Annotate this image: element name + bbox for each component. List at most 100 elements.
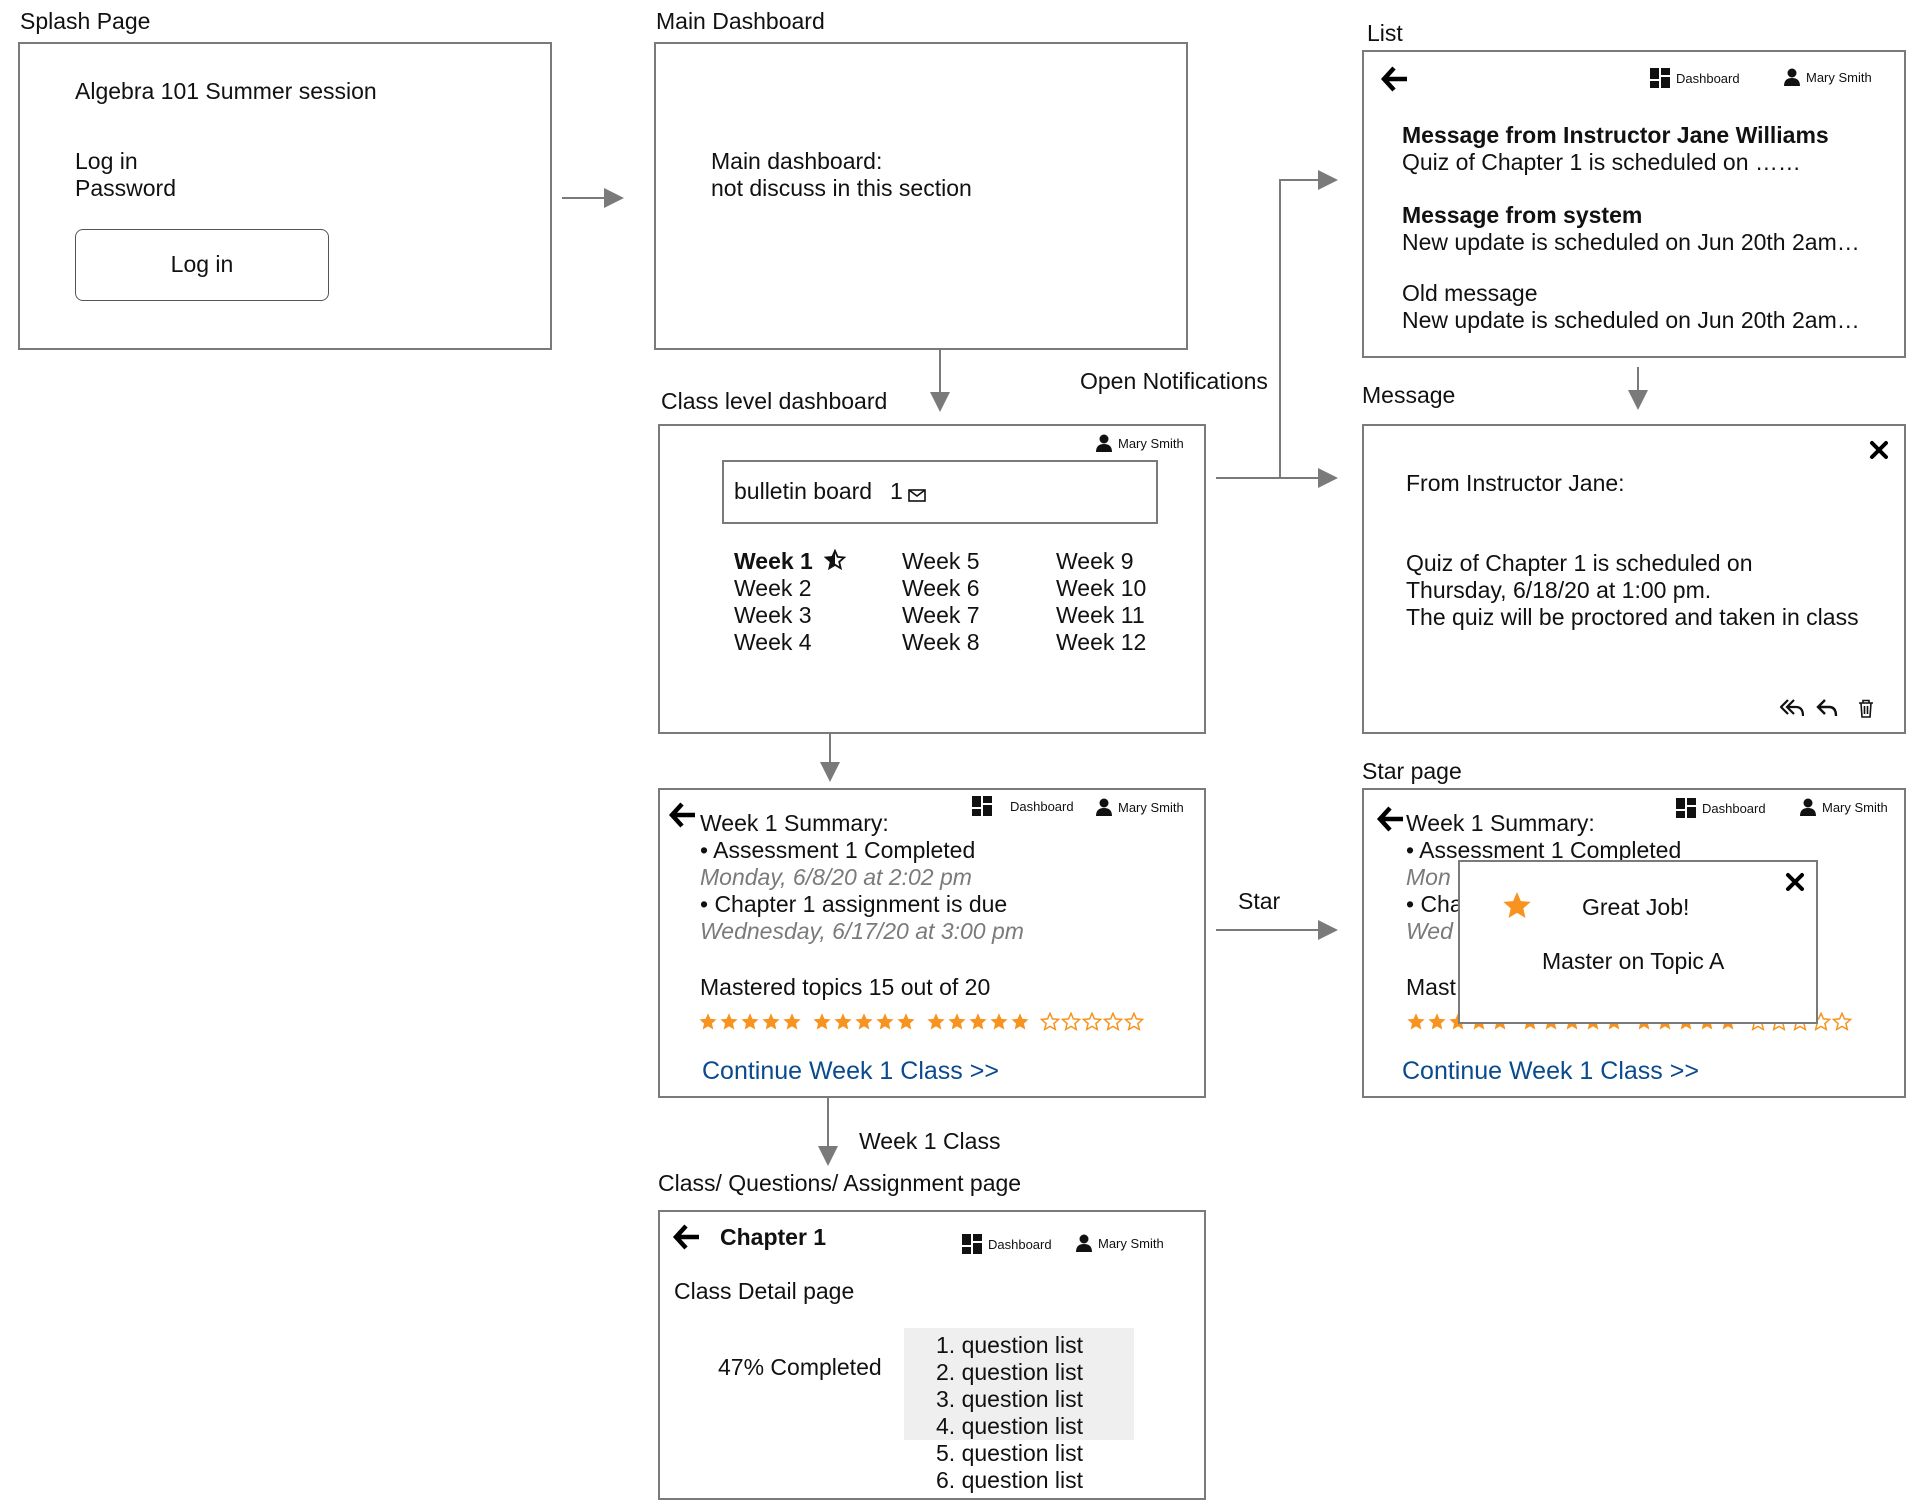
dashboard-label: Dashboard xyxy=(1676,70,1740,86)
dashboard-icon xyxy=(1650,68,1670,88)
summary-heading: Week 1 Summary: xyxy=(1406,810,1595,836)
summary-heading: Week 1 Summary: xyxy=(700,810,889,836)
chapter-title: Chapter 1 xyxy=(720,1224,827,1250)
week-5-link[interactable]: Week 5 xyxy=(902,548,980,574)
message-line3: The quiz will be proctored and taken in … xyxy=(1406,604,1859,630)
popup-title: Great Job! xyxy=(1582,894,1690,920)
bulletin-board[interactable]: bulletin board 1 xyxy=(722,460,1158,524)
mail-icon xyxy=(908,489,926,502)
user-nav[interactable]: Mary Smith xyxy=(1784,68,1872,86)
filled-star-icon xyxy=(813,1013,831,1030)
week-summary-frame: Dashboard Mary Smith Week 1 Summary: • A… xyxy=(658,788,1206,1098)
trash-icon[interactable] xyxy=(1858,699,1874,718)
question-item-1[interactable]: 1. question list xyxy=(936,1332,1084,1358)
mastered-topics: Mastered topics 15 out of 20 xyxy=(700,974,991,1000)
empty-star-icon xyxy=(1832,1012,1852,1032)
filled-star-icon xyxy=(855,1013,873,1030)
week-10-link[interactable]: Week 10 xyxy=(1056,575,1147,601)
question-item-2[interactable]: 2. question list xyxy=(936,1359,1084,1385)
week-7-link[interactable]: Week 7 xyxy=(902,602,980,628)
dashboard-nav[interactable]: Dashboard xyxy=(972,796,1074,816)
filled-star-icon xyxy=(1011,1013,1029,1030)
week-1-link[interactable]: Week 1 xyxy=(734,548,813,574)
continue-week1-link[interactable]: Continue Week 1 Class >> xyxy=(1402,1057,1699,1085)
week-3-link[interactable]: Week 3 xyxy=(734,602,812,628)
filled-star-icon xyxy=(969,1013,987,1030)
star-group xyxy=(698,1012,802,1032)
message-heading-2[interactable]: Message from system xyxy=(1402,202,1643,228)
reply-icon[interactable] xyxy=(1816,698,1838,718)
week-2-link[interactable]: Week 2 xyxy=(734,575,812,601)
login-button[interactable]: Log in xyxy=(75,229,329,301)
message-line1: Quiz of Chapter 1 is scheduled on xyxy=(1406,550,1753,576)
question-item-6[interactable]: 6. question list xyxy=(936,1467,1084,1493)
filled-star-icon xyxy=(1407,1013,1425,1030)
week-11-link[interactable]: Week 11 xyxy=(1056,602,1145,628)
app-name: Algebra 101 Summer session xyxy=(75,78,377,104)
main-dashboard-line1: Main dashboard: xyxy=(711,148,883,174)
week-8-link[interactable]: Week 8 xyxy=(902,629,980,655)
class-page-frame: Chapter 1 Dashboard Mary Smith Class Det… xyxy=(658,1210,1206,1500)
week-9-link[interactable]: Week 9 xyxy=(1056,548,1134,574)
user-nav[interactable]: Mary Smith xyxy=(1096,798,1184,816)
login-label[interactable]: Log in xyxy=(75,148,138,174)
user-icon xyxy=(1784,68,1800,86)
list-title: List xyxy=(1367,20,1403,46)
message-frame: From Instructor Jane: Quiz of Chapter 1 … xyxy=(1362,424,1906,734)
filled-star-icon xyxy=(927,1013,945,1030)
main-dashboard-title: Main Dashboard xyxy=(656,8,825,34)
filled-star-icon xyxy=(948,1013,966,1030)
open-notifications-label: Open Notifications xyxy=(1080,368,1268,394)
message-body-2[interactable]: New update is scheduled on Jun 20th 2am… xyxy=(1402,229,1860,255)
dashboard-nav[interactable]: Dashboard xyxy=(1650,68,1740,88)
user-nav[interactable]: Mary Smith xyxy=(1800,798,1888,816)
question-item-4[interactable]: 4. question list xyxy=(936,1413,1084,1439)
class-dashboard-title: Class level dashboard xyxy=(661,388,888,414)
main-dashboard-frame: Main dashboard: not discuss in this sect… xyxy=(654,42,1188,350)
bulletin-count: 1 xyxy=(890,478,903,504)
filled-star-icon xyxy=(876,1013,894,1030)
empty-star-icon xyxy=(1103,1012,1123,1032)
filled-star-icon xyxy=(741,1013,759,1030)
week-4-link[interactable]: Week 4 xyxy=(734,629,812,655)
user-icon xyxy=(1076,1234,1092,1252)
filled-star-icon xyxy=(699,1013,717,1030)
question-list-highlight xyxy=(904,1328,1134,1440)
filled-star-icon xyxy=(990,1013,1008,1030)
dashboard-label: Dashboard xyxy=(1702,800,1766,816)
back-arrow-icon[interactable] xyxy=(1380,64,1410,94)
message-body-1[interactable]: Quiz of Chapter 1 is scheduled on …… xyxy=(1402,149,1801,175)
message-heading-3[interactable]: Old message xyxy=(1402,280,1538,306)
dashboard-nav[interactable]: Dashboard xyxy=(1676,798,1766,818)
user-nav[interactable]: Mary Smith xyxy=(1096,434,1184,452)
user-nav[interactable]: Mary Smith xyxy=(1076,1234,1164,1252)
summary-item-2: • Chapter 1 assignment is due xyxy=(700,891,1008,917)
back-arrow-icon[interactable] xyxy=(668,800,698,830)
dashboard-nav[interactable]: Dashboard xyxy=(962,1234,1052,1254)
week-6-link[interactable]: Week 6 xyxy=(902,575,980,601)
message-line2: Thursday, 6/18/20 at 1:00 pm. xyxy=(1406,577,1712,603)
star-label: Star xyxy=(1238,888,1281,914)
message-title: Message xyxy=(1362,382,1456,408)
summary-item-1: • Assessment 1 Completed xyxy=(1406,837,1682,863)
password-label[interactable]: Password xyxy=(75,175,176,201)
message-body-3[interactable]: New update is scheduled on Jun 20th 2am… xyxy=(1402,307,1860,333)
splash-page-title: Splash Page xyxy=(20,8,151,34)
back-arrow-icon[interactable] xyxy=(672,1222,702,1252)
question-item-5[interactable]: 5. question list xyxy=(936,1440,1084,1466)
back-arrow-icon[interactable] xyxy=(1376,804,1406,834)
week-12-link[interactable]: Week 12 xyxy=(1056,629,1147,655)
continue-week1-link[interactable]: Continue Week 1 Class >> xyxy=(702,1057,999,1085)
close-icon[interactable] xyxy=(1785,872,1805,892)
mastered-topics-partial: Mast xyxy=(1406,974,1456,1000)
list-frame: Dashboard Mary Smith Message from Instru… xyxy=(1362,50,1906,358)
topic-stars-rating xyxy=(698,1012,1144,1032)
splash-page-frame: Algebra 101 Summer session Log in Passwo… xyxy=(18,42,552,350)
question-item-3[interactable]: 3. question list xyxy=(936,1386,1084,1412)
summary-item-2-date-partial: Wed xyxy=(1406,918,1453,944)
star-group xyxy=(1040,1012,1144,1032)
reply-all-icon[interactable] xyxy=(1780,698,1804,718)
summary-item-1: • Assessment 1 Completed xyxy=(700,837,976,863)
close-icon[interactable] xyxy=(1869,440,1889,460)
message-heading-1[interactable]: Message from Instructor Jane Williams xyxy=(1402,122,1829,148)
